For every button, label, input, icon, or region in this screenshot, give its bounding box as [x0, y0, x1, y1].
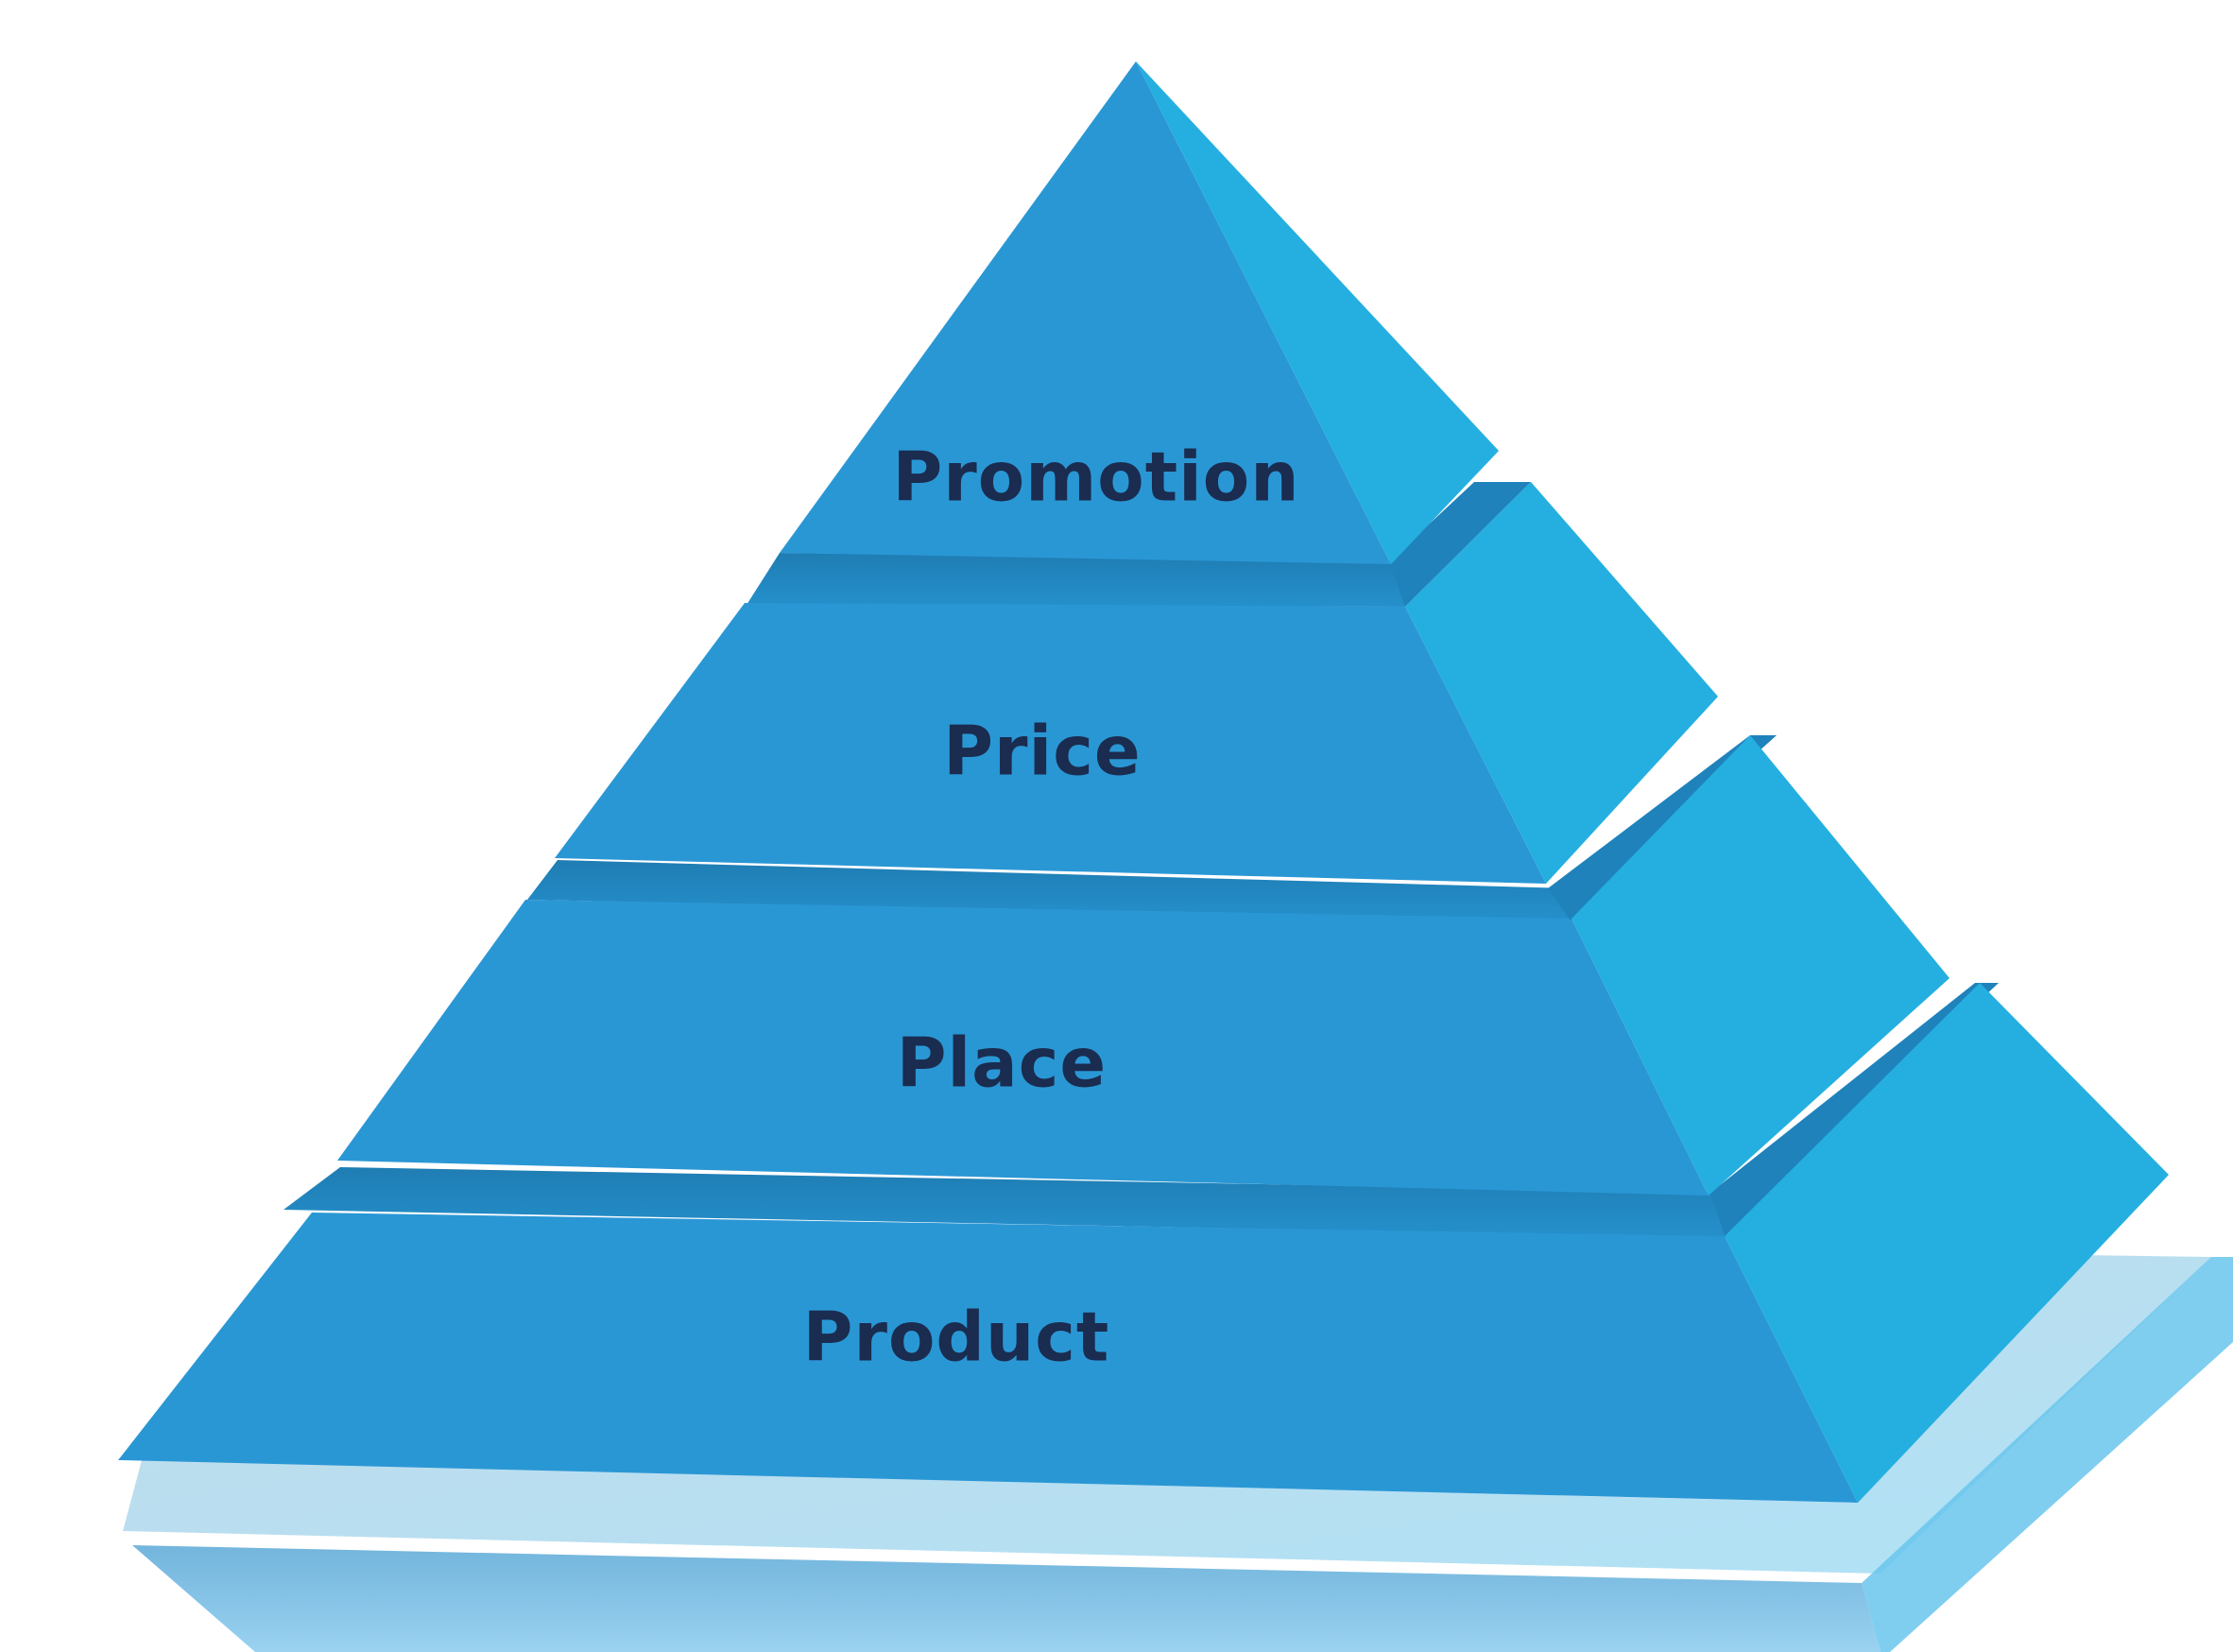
- tier-place: Place: [337, 735, 1950, 1196]
- tier-promotion-label: Promotion: [892, 438, 1299, 517]
- tier-product-side: [1725, 983, 2169, 1503]
- tier-promotion-side: [1136, 61, 1499, 564]
- tier-promotion-front: [780, 61, 1391, 564]
- tier-product-ledge: [283, 1167, 1729, 1238]
- tier-price-side: [1405, 482, 1718, 884]
- tier-place-label: Place: [897, 1024, 1108, 1103]
- tier-promotion: Promotion: [780, 61, 1499, 564]
- tier-place-side: [1572, 735, 1950, 1196]
- tier-price-ledge: [747, 553, 1405, 607]
- tier-price-label: Price: [943, 712, 1141, 791]
- tier-price-ledge-right: [1389, 482, 1531, 607]
- tier-price-front: [555, 603, 1546, 884]
- tier-place-front: [337, 900, 1709, 1196]
- tier-product-label: Product: [803, 1298, 1110, 1377]
- tier-place-ledge: [527, 860, 1571, 921]
- tier-product: Product: [118, 983, 2169, 1503]
- tier-product-front: [118, 1213, 1858, 1503]
- tier-price: Price: [555, 482, 1718, 884]
- ground-shadow: [123, 1255, 2233, 1652]
